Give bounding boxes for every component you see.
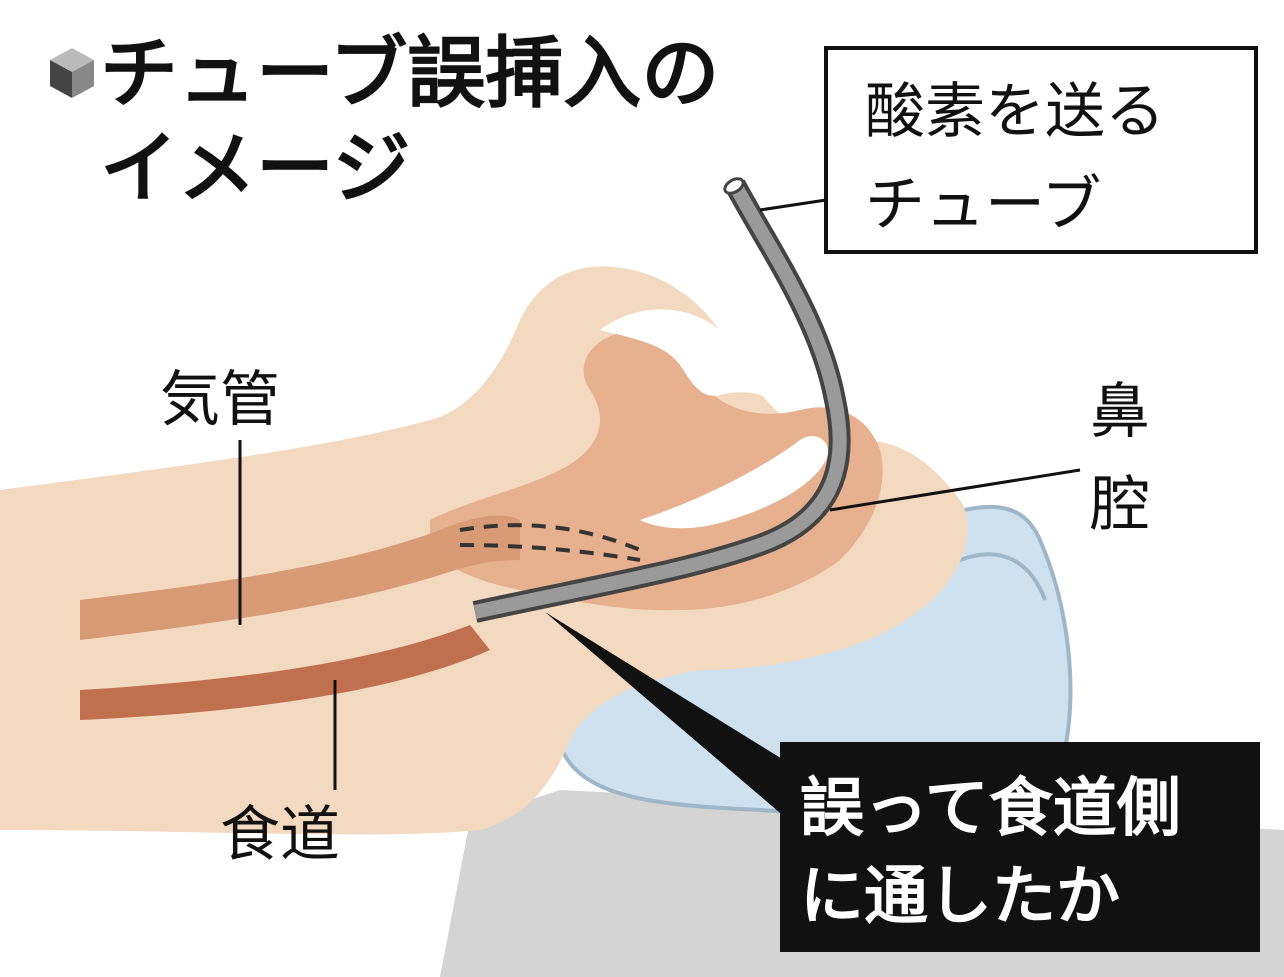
label-nasal-cavity-line2: 腔: [1090, 470, 1150, 540]
tube-callout-box: [824, 46, 1258, 254]
misplaced-callout-line2: に通したか: [800, 860, 1120, 934]
tube-callout-leader: [759, 198, 827, 212]
trachea: [80, 515, 520, 640]
cube-icon: [50, 48, 94, 98]
palate-gap: [640, 435, 829, 529]
title-line1: チューブ誤挿入の: [100, 29, 719, 119]
esophagus: [80, 625, 490, 720]
misplaced-callout-box: [780, 742, 1260, 952]
nasal-cavity-leader: [829, 468, 1081, 512]
tube-callout-line2: チューブ: [865, 170, 1101, 240]
label-trachea: 気管: [160, 365, 280, 435]
oxygen-tube-highlight: [473, 181, 847, 619]
title-line2: イメージ: [100, 124, 410, 214]
oxygen-tube-opening: [723, 177, 745, 195]
tube-callout-line1: 酸素を送る: [865, 77, 1165, 147]
misplaced-callout-pointer: [545, 612, 800, 830]
nasal-airway-gap: [600, 309, 770, 400]
label-nasal-cavity-line1: 鼻: [1090, 377, 1150, 447]
label-esophagus: 食道: [220, 800, 340, 870]
misplaced-callout-line1: 誤って食道側: [800, 772, 1181, 846]
